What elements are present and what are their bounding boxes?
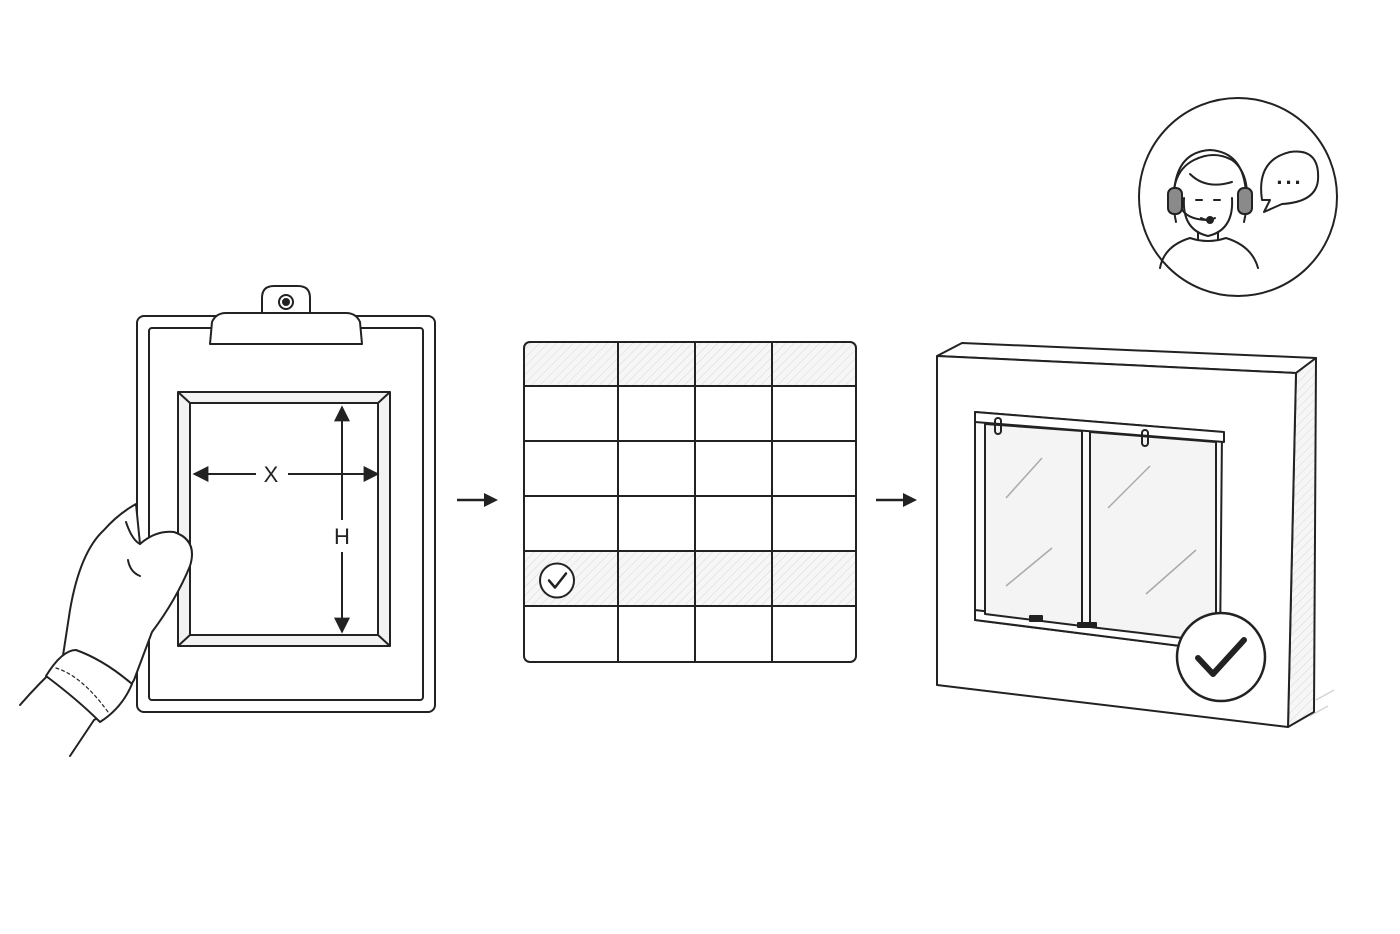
grid-selected-row-cell bbox=[772, 551, 856, 606]
height-dimension: H bbox=[334, 405, 350, 634]
speech-bubble-dots: ... bbox=[1276, 164, 1303, 189]
selected-size-check-icon bbox=[539, 562, 575, 599]
headset-earcups-icon bbox=[1167, 187, 1253, 215]
grid-background bbox=[524, 342, 856, 662]
step-arrow-2 bbox=[876, 493, 917, 507]
grid-header-cell bbox=[524, 342, 618, 386]
height-label: H bbox=[334, 524, 350, 549]
selected-size-check-mark bbox=[547, 572, 568, 589]
grid-header-cell bbox=[772, 342, 856, 386]
grid-border bbox=[523, 341, 857, 663]
width-label: X bbox=[264, 462, 279, 487]
grid-header-cell bbox=[695, 342, 772, 386]
width-dimension: X bbox=[192, 462, 380, 487]
clipboard-icon bbox=[136, 285, 436, 713]
grid-selected-row-cell bbox=[695, 551, 772, 606]
grid-header-cell bbox=[618, 342, 695, 386]
hand-icon bbox=[19, 503, 193, 757]
glass-door-unit-icon bbox=[936, 342, 1335, 728]
step-arrow-1 bbox=[457, 493, 498, 507]
completed-check-icon bbox=[1175, 611, 1267, 703]
size-grid-icon bbox=[523, 341, 857, 663]
grid-selected-row-cell bbox=[618, 551, 695, 606]
